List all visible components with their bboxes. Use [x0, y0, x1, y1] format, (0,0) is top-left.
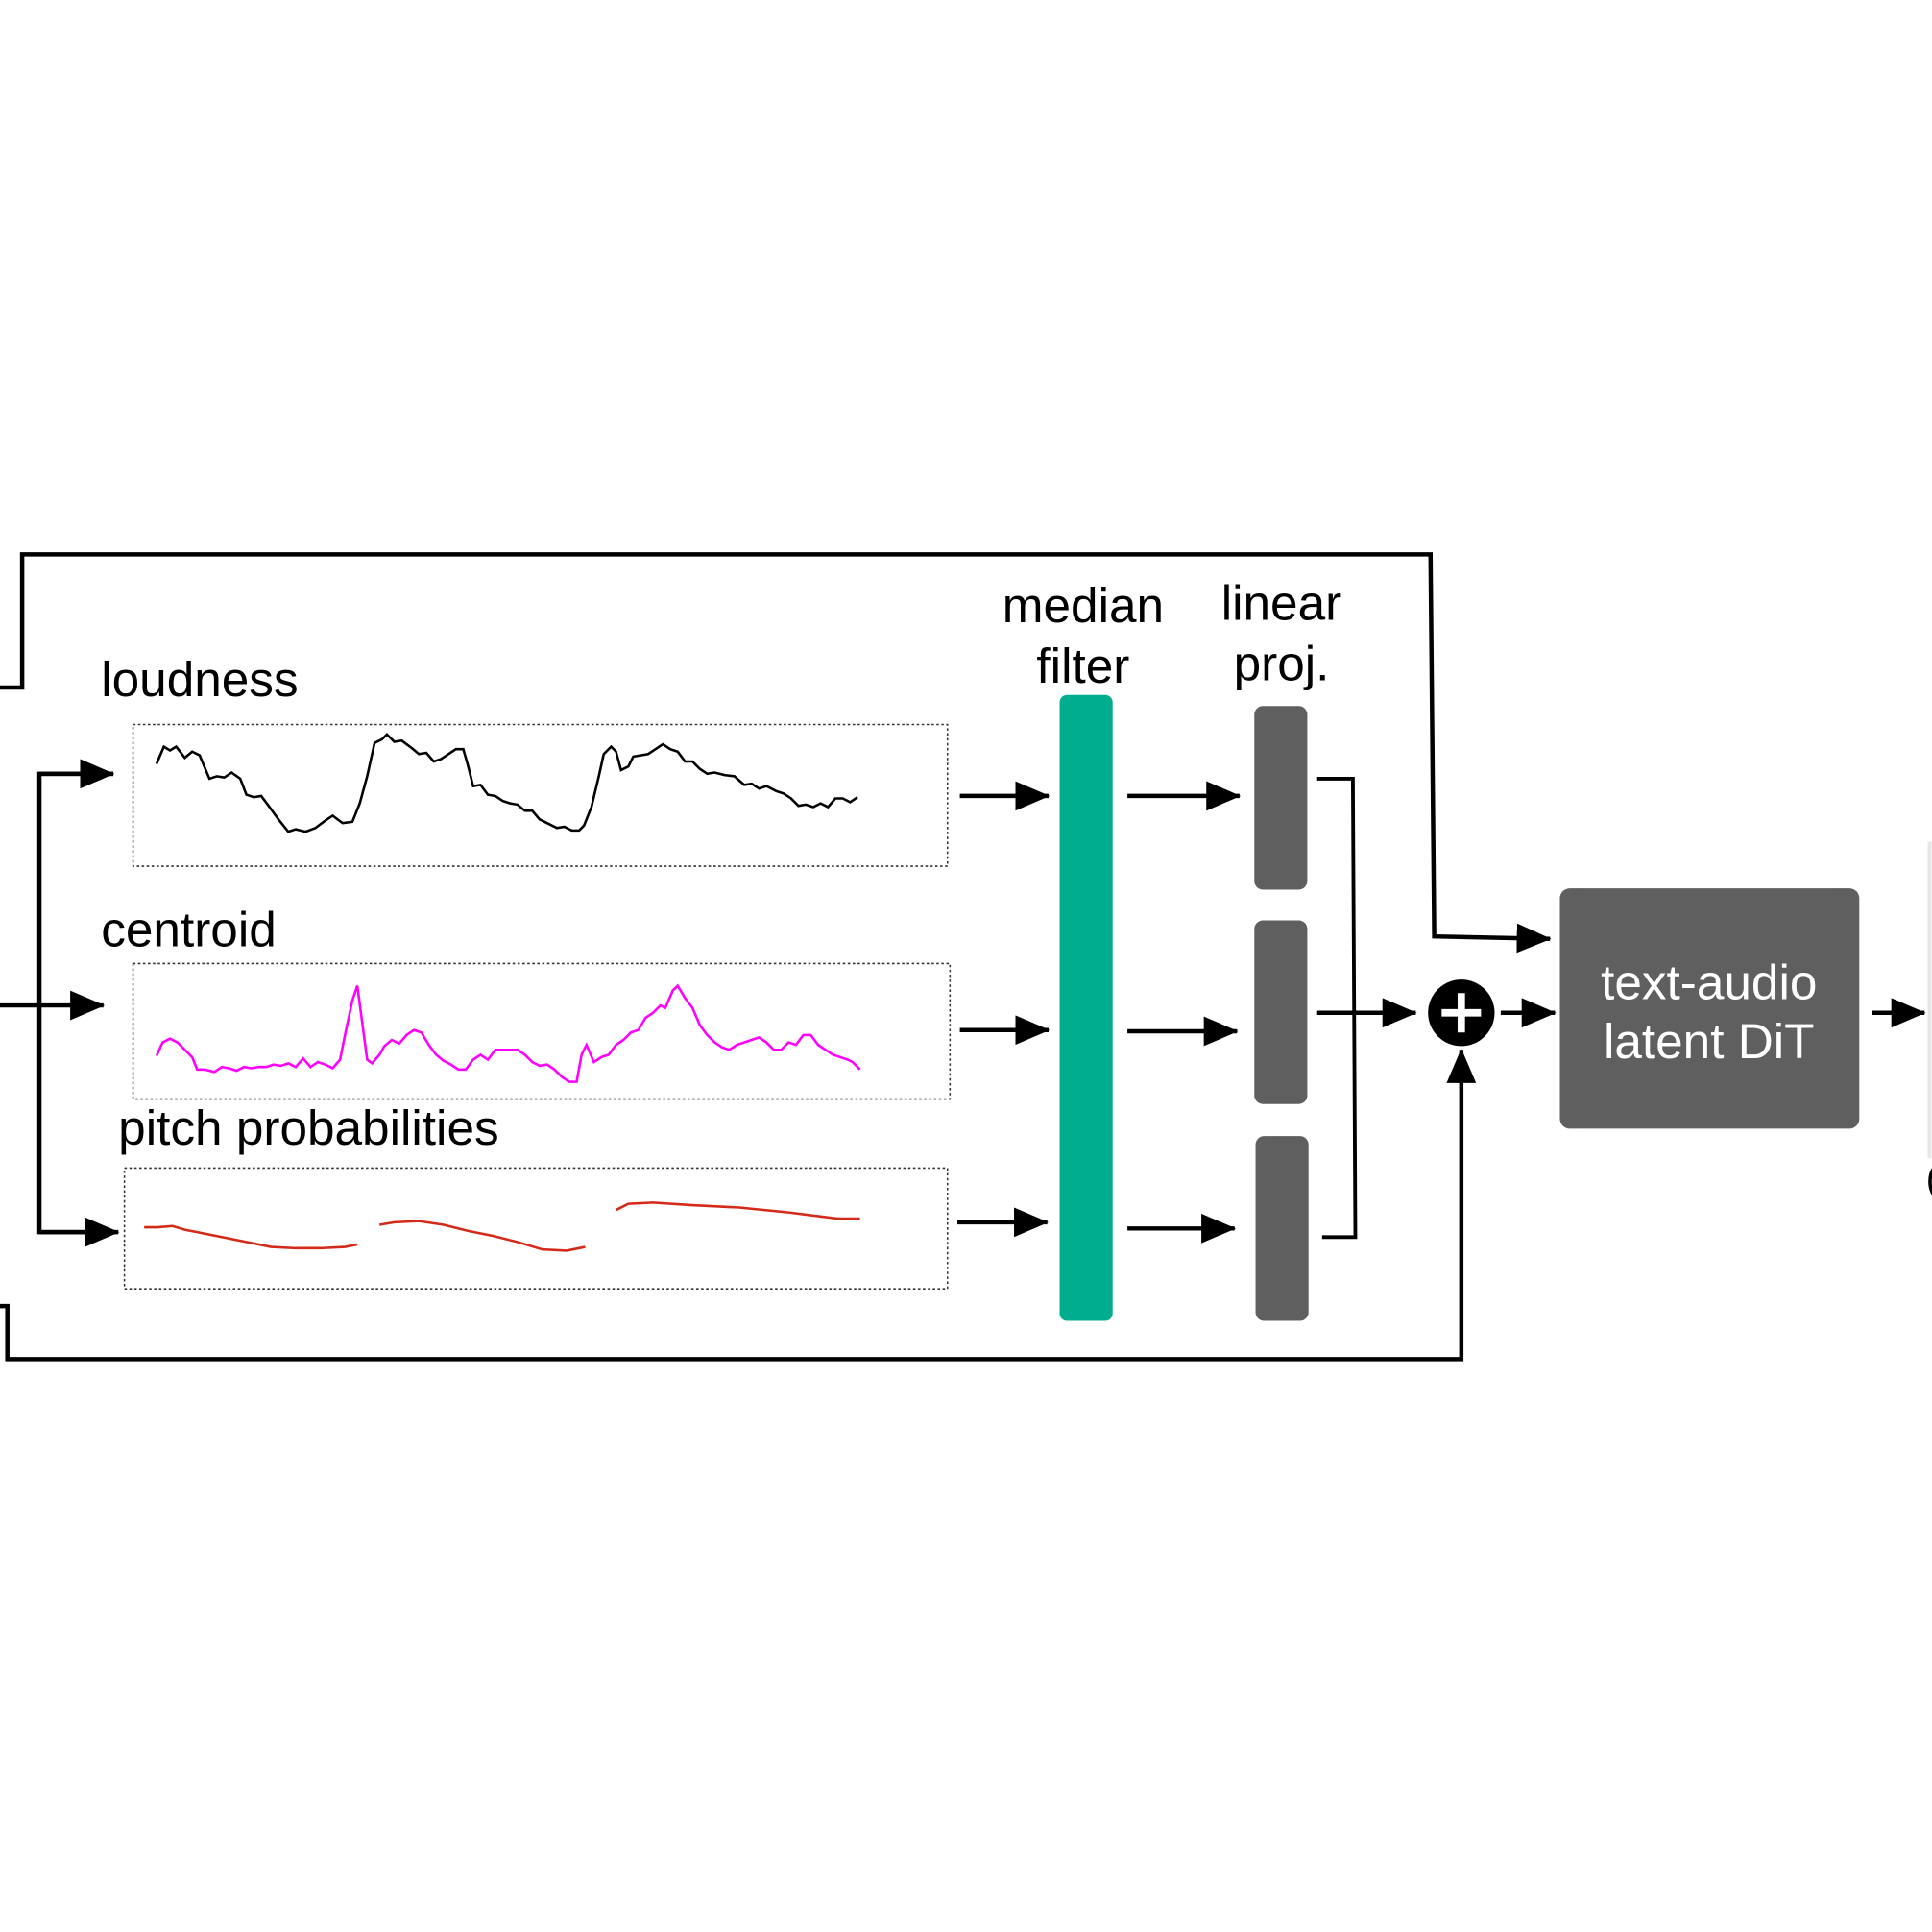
median-filter-label-2: filter — [1036, 639, 1129, 693]
linear-proj-block-1 — [1254, 706, 1308, 890]
pitch-curve — [144, 1224, 358, 1250]
linear-proj-label-1: linear — [1221, 575, 1342, 630]
pitch-curve-2 — [379, 1220, 586, 1252]
loudness-curve — [155, 732, 858, 833]
linear-proj-label-2: proj. — [1234, 636, 1330, 690]
loudness-plot-box — [132, 723, 949, 867]
top-skip-connection — [0, 552, 1552, 954]
bottom-skip-connection — [0, 1048, 1477, 1362]
pitch-curve-3 — [616, 1201, 860, 1220]
centroid-plot-box — [132, 962, 952, 1100]
linear-proj-block-3 — [1255, 1136, 1309, 1321]
dit-label-1: text-audio — [1601, 955, 1817, 1010]
dit-block — [1559, 888, 1860, 1129]
linear-proj-block-2 — [1254, 920, 1308, 1104]
input-bus — [36, 771, 116, 1235]
cut-off-text: ( — [1926, 1156, 1932, 1200]
centroid-curve — [155, 983, 861, 1083]
dit-label-2: latent DiT — [1604, 1014, 1815, 1069]
loudness-label: loudness — [101, 652, 298, 707]
sum-bracket — [1316, 777, 1358, 1240]
centroid-label: centroid — [101, 902, 277, 956]
pitch-label: pitch probabilities — [118, 1100, 498, 1155]
median-filter-label-1: median — [1002, 578, 1164, 633]
median-filter-block — [1059, 694, 1113, 1321]
pitch-plot-box — [123, 1167, 949, 1290]
sum-plus-icon — [1428, 979, 1495, 1047]
